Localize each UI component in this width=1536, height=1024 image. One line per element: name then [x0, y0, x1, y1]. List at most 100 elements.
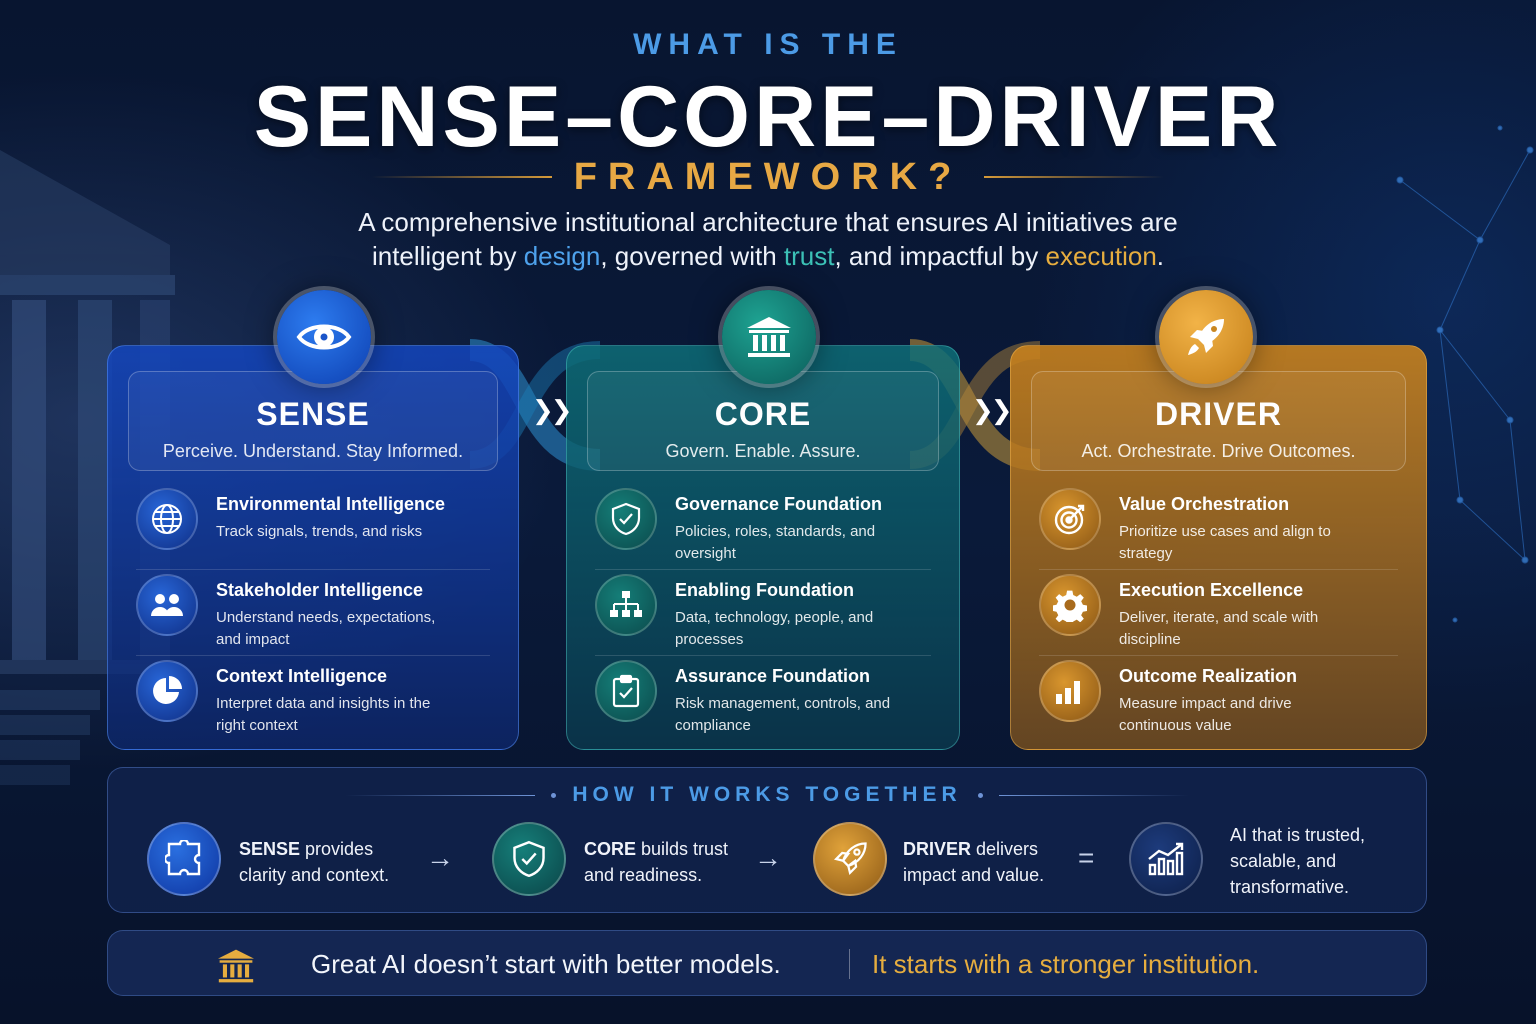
rocket-icon — [813, 822, 887, 896]
quote-divider — [849, 949, 850, 979]
step-text: and readiness. — [584, 865, 703, 885]
step-text: provides — [300, 839, 374, 859]
subtitle-divider-left — [371, 176, 552, 178]
pillar-driver-name: DRIVER — [1155, 396, 1282, 432]
pillar-core-name: CORE — [714, 396, 812, 432]
institution-icon — [747, 317, 791, 357]
quote-part-b: It starts with a stronger institution. — [872, 949, 1260, 979]
step-sense-text: SENSE provides clarity and context. — [239, 836, 389, 888]
pillar-core: CORE Govern. Enable. Assure. Governance … — [566, 345, 960, 750]
people-icon — [136, 574, 198, 636]
item-title: Stakeholder Intelligence — [216, 580, 424, 600]
subtitle-divider-right — [984, 176, 1165, 178]
globe-icon — [136, 488, 198, 550]
shield-check-icon — [492, 822, 566, 896]
eye-icon — [296, 324, 352, 350]
pillar-sense: SENSE Perceive. Understand. Stay Informe… — [107, 345, 519, 750]
item-title: Value Orchestration — [1119, 494, 1290, 514]
how-it-works-header: HOW IT WORKS TOGETHER — [108, 782, 1426, 808]
pillar-core-header: CORE Govern. Enable. Assure. — [587, 371, 939, 471]
target-icon — [1039, 488, 1101, 550]
pillar-core-badge — [722, 290, 816, 384]
item-desc: Prioritize use cases and align to strate… — [1119, 523, 1331, 562]
tagline-text: , and impactful by — [834, 241, 1046, 271]
tagline-highlight-trust: trust — [783, 241, 835, 271]
item-title: Governance Foundation — [675, 494, 883, 514]
result-line: AI that is trusted, — [1230, 825, 1366, 845]
pillar-driver-header: DRIVER Act. Orchestrate. Drive Outcomes. — [1031, 371, 1406, 471]
tagline-text: intelligent by — [371, 241, 524, 271]
item-desc: Understand needs, expectations, and impa… — [216, 609, 436, 648]
pillar-sense-header: SENSE Perceive. Understand. Stay Informe… — [128, 371, 498, 471]
chevron-right-icon: ❯❯ — [972, 395, 1013, 425]
header-kicker: WHAT IS THE — [633, 28, 903, 61]
item-desc: Policies, roles, standards, and oversigh… — [675, 523, 876, 562]
item-desc: Risk management, controls, and complianc… — [675, 695, 891, 734]
step-keyword: DRIVER — [903, 839, 972, 859]
tagline-text: . — [1156, 241, 1165, 271]
step-text: impact and value. — [903, 865, 1045, 885]
quote-bar: Great AI doesn’t start with better model… — [107, 930, 1427, 996]
chevron-right-icon: ❯❯ — [532, 395, 573, 425]
arrow-right-icon: → — [426, 842, 454, 873]
result-line: scalable, and — [1230, 851, 1337, 871]
pillar-driver-badge — [1159, 290, 1253, 384]
step-core-text: CORE builds trust and readiness. — [584, 836, 728, 888]
tagline-text: , governed with — [600, 241, 784, 271]
item-desc: Measure impact and drive continuous valu… — [1119, 695, 1292, 734]
item-title: Execution Excellence — [1119, 580, 1304, 600]
divider — [345, 794, 536, 796]
network-pattern — [1396, 125, 1534, 623]
org-chart-icon — [595, 574, 657, 636]
how-it-works-title: HOW IT WORKS TOGETHER — [572, 783, 962, 806]
institution-icon — [218, 949, 254, 983]
result-line: transformative. — [1230, 877, 1350, 897]
subtitle-row: FRAMEWORK? — [0, 152, 1536, 202]
step-text: delivers — [971, 839, 1039, 859]
pie-chart-icon — [136, 660, 198, 722]
tagline-highlight-execution: execution — [1045, 241, 1157, 271]
step-text: builds trust — [636, 839, 729, 859]
pillar-driver-tagline: Act. Orchestrate. Drive Outcomes. — [1081, 441, 1356, 461]
item-desc: Data, technology, people, and processes — [675, 609, 874, 648]
bar-chart-icon — [1039, 660, 1101, 722]
item-desc: Track signals, trends, and risks — [216, 523, 423, 540]
step-keyword: SENSE — [239, 839, 301, 859]
quote-part-a: Great AI doesn’t start with better model… — [311, 949, 781, 979]
rocket-icon — [1188, 319, 1224, 355]
step-driver-text: DRIVER delivers impact and value. — [903, 836, 1044, 888]
pillar-driver: DRIVER Act. Orchestrate. Drive Outcomes.… — [1010, 345, 1427, 750]
step-text: clarity and context. — [239, 865, 390, 885]
puzzle-icon — [147, 822, 221, 896]
growth-chart-icon — [1129, 822, 1203, 896]
pillar-sense-badge — [277, 290, 371, 384]
item-title: Environmental Intelligence — [216, 494, 446, 514]
tagline-line-1: A comprehensive institutional architectu… — [358, 207, 1178, 237]
shield-check-icon — [595, 488, 657, 550]
tagline-line-2: intelligent by design, governed with tru… — [0, 239, 1536, 273]
equals-sign: = — [1078, 842, 1095, 873]
result-text: AI that is trusted, scalable, and transfor… — [1230, 822, 1365, 900]
step-keyword: CORE — [584, 839, 637, 859]
item-title: Enabling Foundation — [675, 580, 854, 600]
clipboard-check-icon — [595, 660, 657, 722]
gear-icon — [1039, 574, 1101, 636]
page-subtitle: FRAMEWORK? — [573, 155, 963, 198]
item-desc: Deliver, iterate, and scale with discipl… — [1119, 609, 1319, 648]
pillar-sense-name: SENSE — [256, 396, 370, 432]
item-title: Outcome Realization — [1119, 666, 1298, 686]
item-desc: Interpret data and insights in the right… — [216, 695, 431, 734]
arrow-right-icon: → — [754, 842, 782, 873]
item-title: Assurance Foundation — [675, 666, 871, 686]
tagline-highlight-design: design — [523, 241, 601, 271]
